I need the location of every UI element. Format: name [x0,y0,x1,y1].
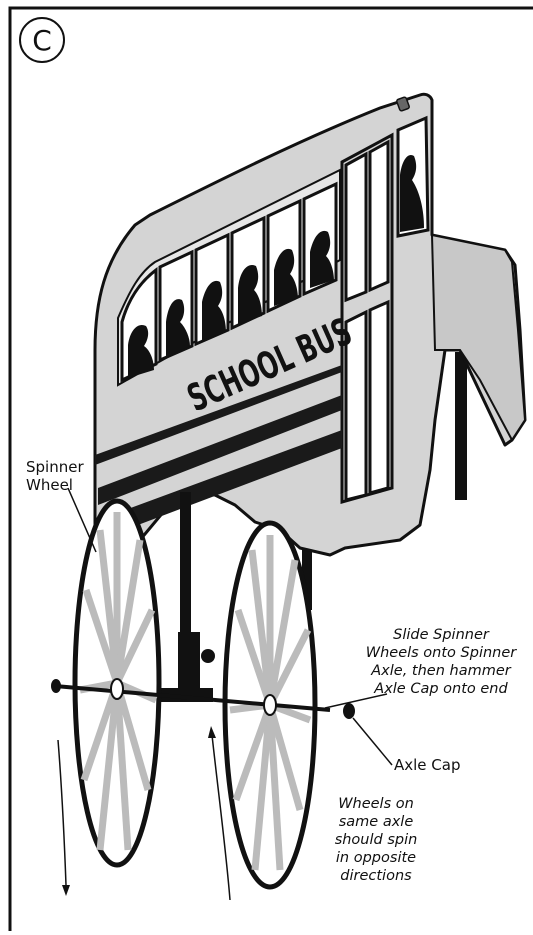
front-fender [432,235,525,440]
note-line: directions [316,867,436,885]
spinner-wheel-label: Spinner Wheel [26,458,84,494]
front-hub [264,695,276,715]
center-post [180,492,191,632]
instruction-line: Axle, then hammer [350,662,532,680]
spinner-wheel-label-line: Wheel [26,476,84,494]
rear-pole [455,352,467,500]
note-line: in opposite [316,849,436,867]
rear-hub [111,679,123,699]
spinner-wheel-label-line: Spinner [26,458,84,476]
note-line: should spin [316,831,436,849]
panel-letter: C [32,24,52,57]
stand-block [178,632,200,690]
spin-direction-note: Wheels on same axle should spin in oppos… [316,795,436,885]
instruction-line: Axle Cap onto end [350,680,532,698]
axle-cap [343,703,355,719]
spinner-wheel-leader [68,488,96,552]
note-line: same axle [316,813,436,831]
rear-spin-arrow [58,740,66,885]
axle-cap-leader [353,718,392,765]
stand-knob [201,649,215,663]
front-door [342,135,392,502]
axle-end [51,679,61,693]
instruction-line: Slide Spinner [350,626,532,644]
note-line: Wheels on [316,795,436,813]
instruction-label: Slide Spinner Wheels onto Spinner Axle, … [350,626,532,698]
instruction-line: Wheels onto Spinner [350,644,532,662]
axle-cap-label: Axle Cap [394,756,461,774]
